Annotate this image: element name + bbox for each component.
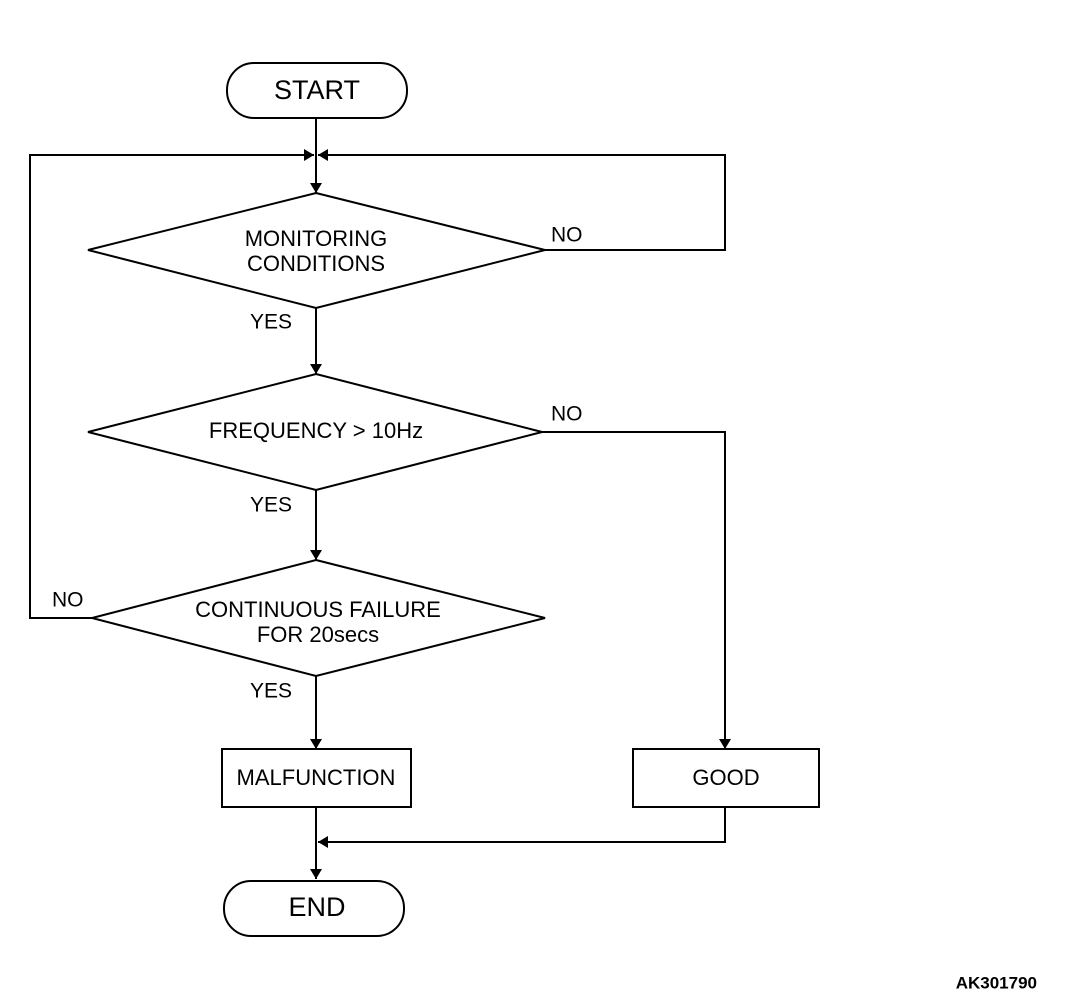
good-box — [632, 748, 820, 808]
decision-2-line-1: FREQUENCY > 10Hz — [209, 418, 423, 443]
decision-continuous-failure — [88, 558, 546, 678]
end-terminator — [223, 880, 405, 937]
start-label: START — [274, 75, 360, 105]
malfunction-box — [221, 748, 412, 808]
decision-1-line-2: CONDITIONS — [247, 251, 385, 276]
connector-loop-left — [29, 149, 314, 619]
connector-good-end — [318, 807, 726, 848]
figure-code: AK301790 — [956, 973, 1037, 992]
decision-1-yes-label: YES — [250, 311, 292, 334]
decision-monitoring-conditions — [87, 191, 546, 310]
decision-1-no-label: NO — [551, 224, 583, 247]
decision-1-line-1: MONITORING — [245, 226, 388, 251]
decision-3-line-2: FOR 20secs — [257, 622, 379, 647]
end-label: END — [288, 892, 345, 922]
decision-3-line-1: CONTINUOUS FAILURE — [195, 597, 441, 622]
decision-3-yes-label: YES — [250, 680, 292, 703]
malfunction-label: MALFUNCTION — [237, 765, 396, 790]
good-label: GOOD — [692, 765, 759, 790]
connector-no-2 — [542, 431, 731, 749]
decision-2-yes-label: YES — [250, 494, 292, 517]
decision-3-no-label: NO — [52, 589, 84, 612]
decision-2-no-label: NO — [551, 403, 583, 426]
connector-loop-right — [318, 149, 726, 251]
decision-frequency — [87, 372, 543, 492]
start-terminator — [226, 62, 408, 119]
